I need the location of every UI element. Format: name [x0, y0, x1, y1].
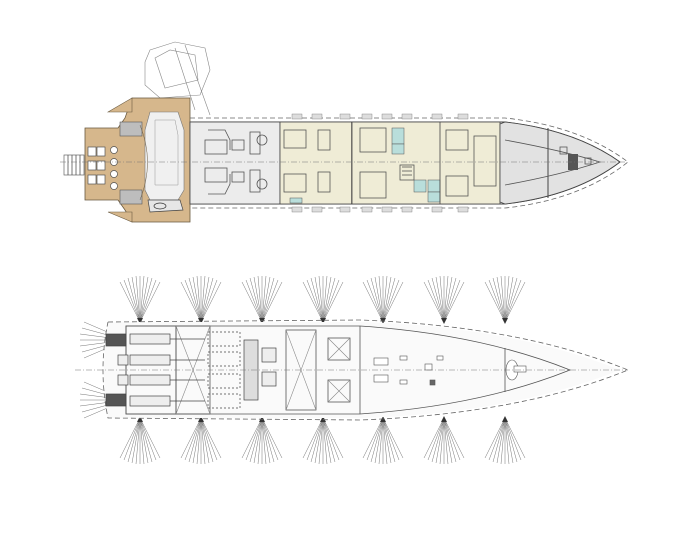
crane-tender-outline [144, 41, 211, 116]
window-ticks [291, 113, 469, 213]
underwater-lights-bottom [119, 415, 526, 465]
upper-deck-plan [60, 41, 629, 223]
stair-block-stbd [119, 189, 143, 205]
propulsion-engines [105, 331, 277, 409]
lower-deck-plan [75, 275, 630, 465]
forepeak [499, 121, 621, 205]
guest-cabins [351, 121, 501, 205]
engine-room [189, 121, 281, 205]
swim-platform-stairs [63, 154, 85, 176]
stair-block-port [119, 121, 143, 137]
underwater-lights-top [119, 275, 526, 325]
crew-galley-area [279, 121, 353, 205]
garage-tender [144, 111, 185, 213]
sun-loungers [87, 146, 118, 190]
